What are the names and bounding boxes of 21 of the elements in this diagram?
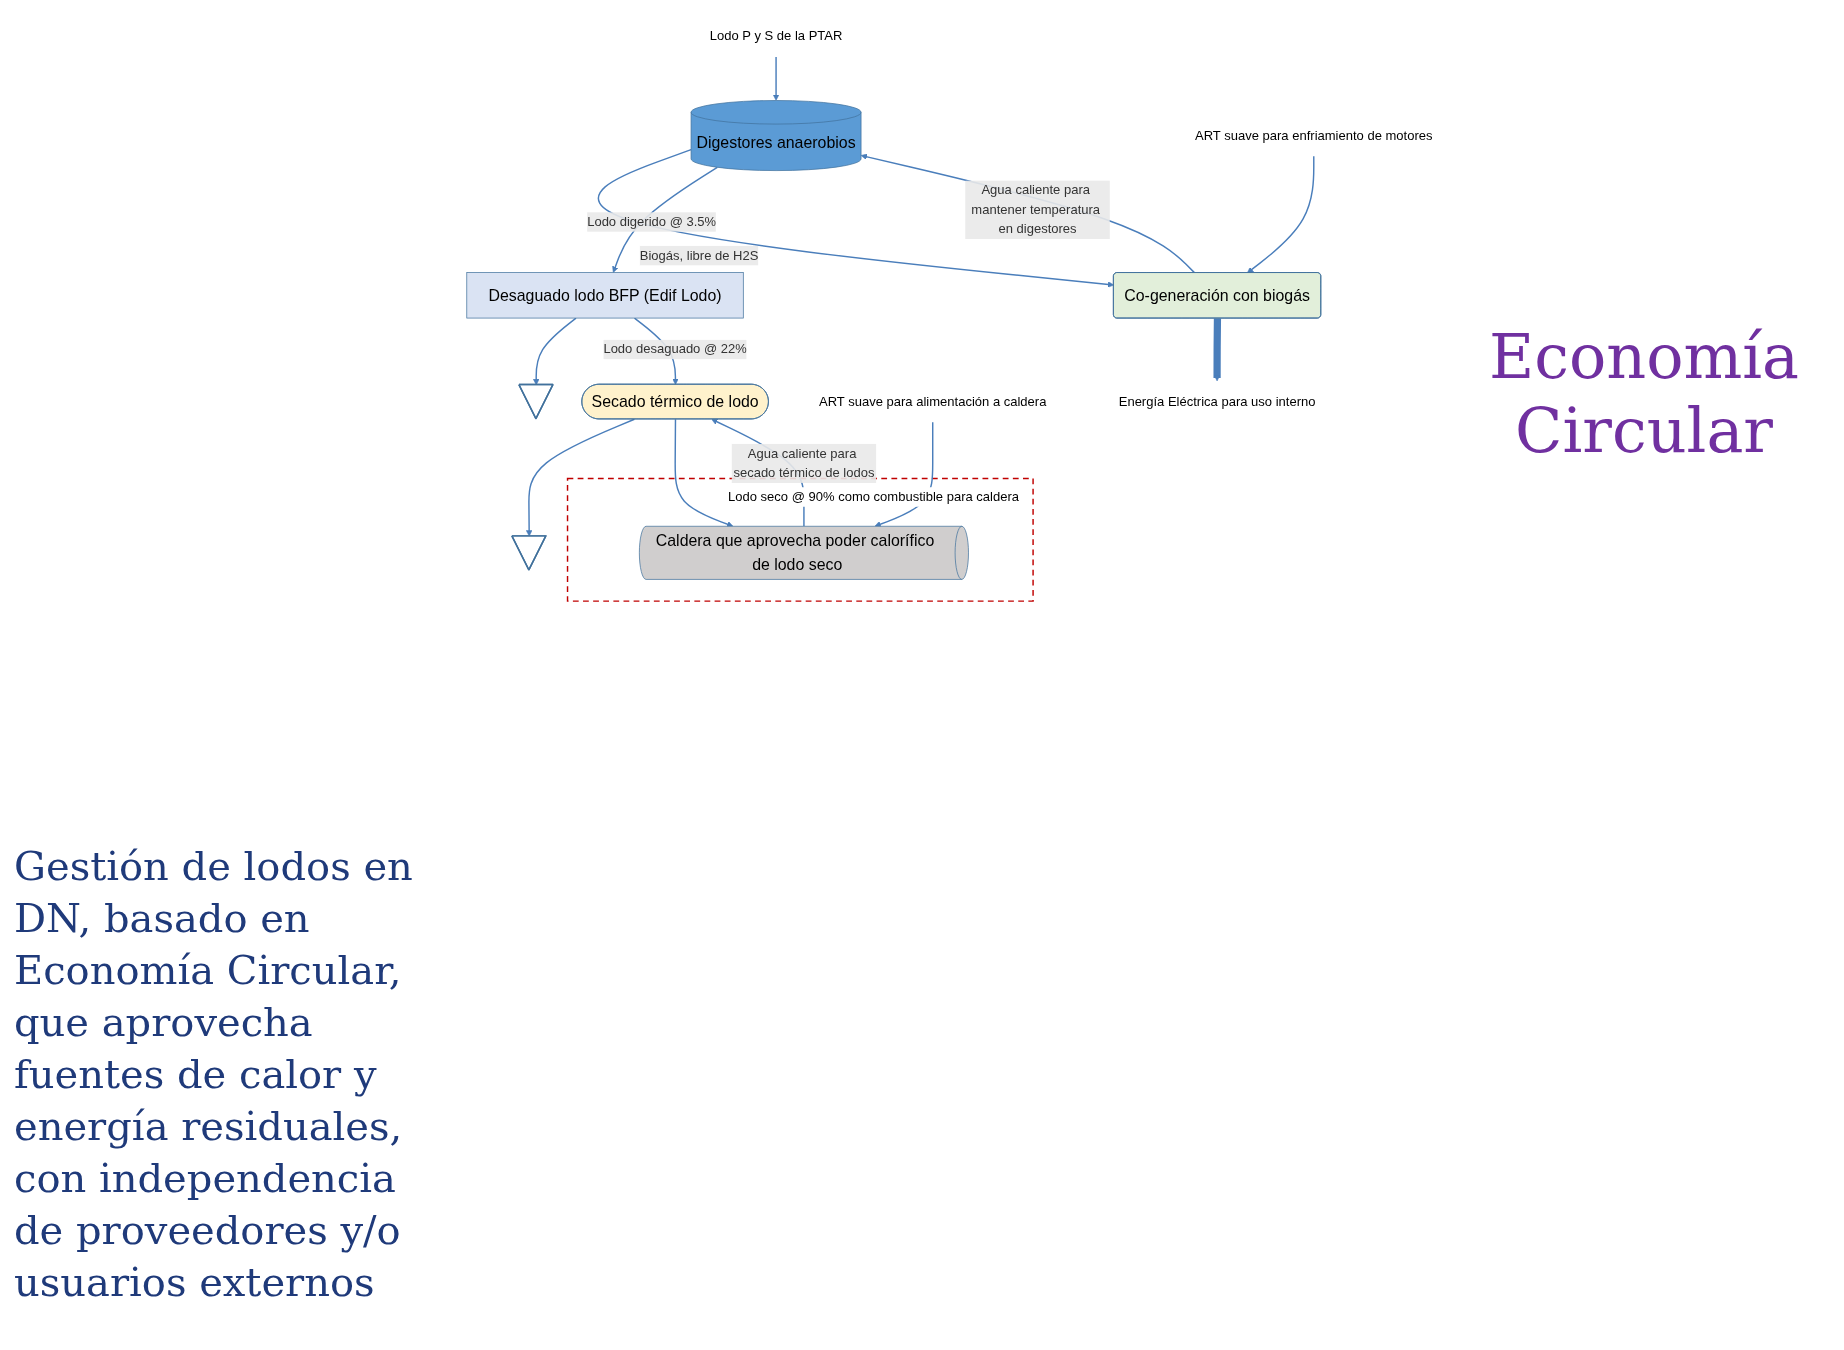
edge-label: Agua caliente para mantener temperatura en digestores [970,182,1100,237]
arrow [532,317,577,386]
description-text: Gestión de lodos en DN, basado en Economía Circular, que aprovecha fuentes de calor y energía residuales, con independencia de proveedores y/o usuarios externos [14,842,414,1307]
node-text: Lodo P y S de la PTAR [709,28,842,44]
arrow [525,418,635,537]
node-text: ART suave para alimentación a caldera [818,393,1046,409]
edge-label: Lodo digerido @ 3.5% [586,214,716,229]
node-text: Caldera que aprovecha poder calorífico de lodo seco [655,531,934,574]
edge-label: Agua caliente para secado térmico de lodos [732,446,874,481]
diagram-title: Economía Circular [1487,320,1801,469]
arrow [772,56,779,101]
arrow [860,153,1195,274]
arrow [1246,155,1314,274]
edge-label: Biogás, libre de H2S [639,248,758,263]
node-text: Energía Eléctrica para uso interno [1118,393,1315,409]
node-text: ART suave para enfriamiento de motores [1194,127,1433,143]
edge-label: Lodo desaguado @ 22% [602,341,747,357]
arrow [1212,318,1221,382]
arrow [673,418,733,528]
node-box: Desaguado lodo BFP (Edif Lodo) [465,272,744,319]
arrow [597,148,1114,288]
